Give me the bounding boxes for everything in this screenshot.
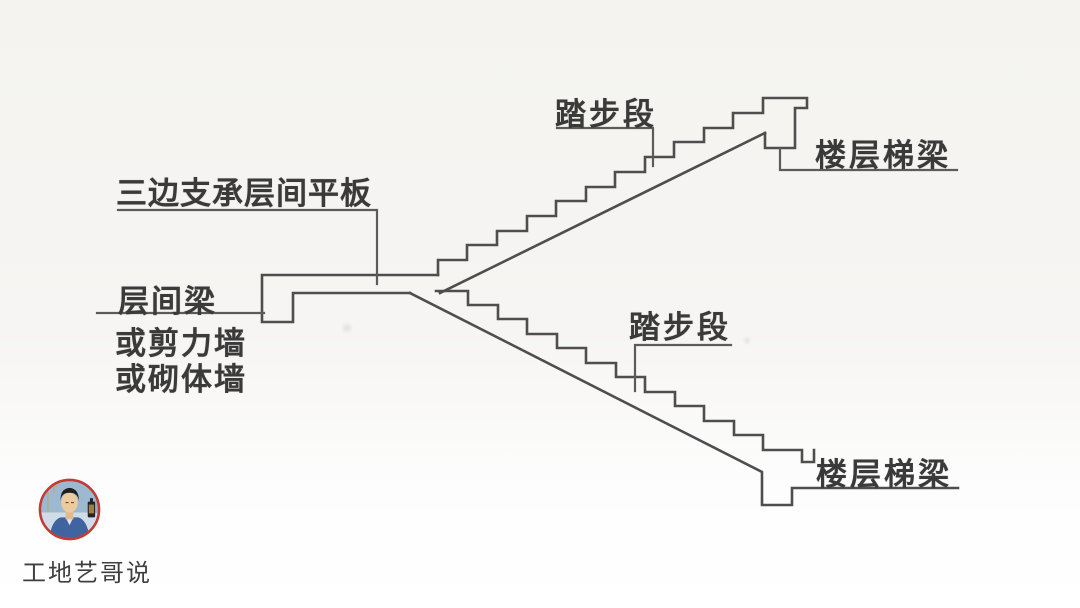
label-masonry-wall: 或砌体墙 <box>115 362 247 397</box>
bottle-icon <box>87 498 96 518</box>
upper-flight-soffit <box>438 131 767 295</box>
watermark-text: 工地艺哥说 <box>22 560 152 587</box>
landing-slab-and-beam-outline <box>260 273 440 324</box>
label-flight-lower: 踏步段 <box>629 310 731 345</box>
lower-flight-soffit-and-floor-beam <box>408 291 960 507</box>
label-landing-slab: 三边支承层间平板 <box>116 176 372 211</box>
person-portrait <box>48 487 91 539</box>
lower-flight-steps <box>434 289 816 464</box>
avatar-ring <box>38 478 101 541</box>
leader-floor-beam-upper <box>778 146 959 172</box>
label-floor-beam-lower: 楼层梯梁 <box>816 457 952 492</box>
leader-landing-slab <box>116 208 379 286</box>
avatar-image <box>38 478 101 541</box>
label-floor-beam-upper: 楼层梯梁 <box>815 138 951 173</box>
leader-flight-upper <box>555 126 655 168</box>
avatar <box>37 477 102 542</box>
label-landing-beam: 层间梁 <box>118 284 217 319</box>
label-shear-wall: 或剪力墙 <box>115 326 247 361</box>
upper-flight-steps <box>436 96 809 277</box>
leader-flight-lower <box>633 343 733 393</box>
label-flight-upper: 踏步段 <box>555 97 657 132</box>
